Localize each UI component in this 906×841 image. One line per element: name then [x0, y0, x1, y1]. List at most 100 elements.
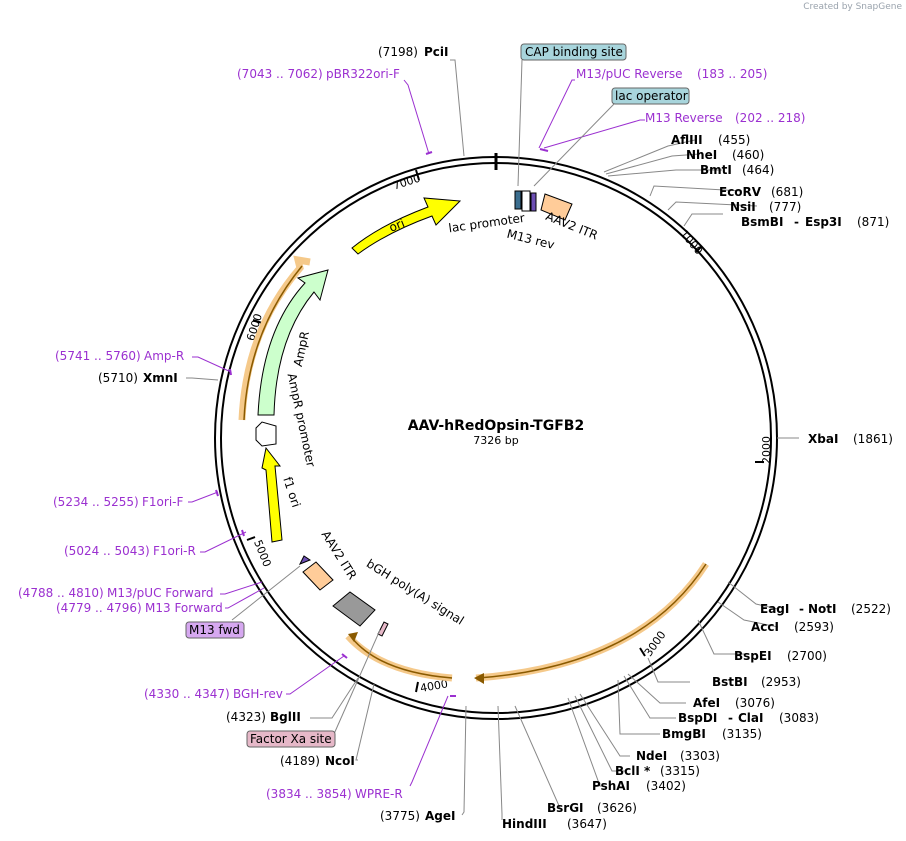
ampr-feature: [257, 269, 329, 416]
tick-7000: 7000: [391, 169, 422, 193]
lac-operator-mark: [530, 192, 537, 212]
cap-box: CAP binding site: [520, 43, 627, 61]
svg-text:2000: 2000: [760, 436, 773, 464]
bspDI-sep: -: [728, 711, 733, 725]
bsrGI-name: BsrGI: [547, 801, 584, 815]
xmnI-pos: (5710): [98, 371, 138, 385]
f1ori-f-range: (5234 .. 5255): [53, 495, 139, 509]
f1ori-r-name: F1ori-R: [153, 544, 196, 558]
pshAI-name: PshAI: [592, 779, 630, 793]
ampr-promoter-label: AmpR promoter: [285, 372, 319, 468]
bclI-pos: (3315): [660, 764, 700, 778]
afeI-name: AfeI: [693, 696, 720, 710]
bgh-feature: [332, 591, 376, 627]
bclI-name: BclI *: [615, 764, 651, 778]
m13-fwd-range: (4779 .. 4796): [56, 601, 142, 615]
bstBI-name: BstBI: [712, 675, 748, 689]
wpre-r-name: WPRE-R: [355, 787, 403, 801]
aflIII-name: AflIII: [671, 133, 703, 147]
accI-pos: (2593): [794, 620, 834, 634]
bspDI-pos: (3083): [779, 711, 819, 725]
f1ori-label: f1 ori: [280, 475, 303, 509]
xmnI-name: XmnI: [143, 371, 178, 385]
nheI-name: NheI: [686, 148, 717, 162]
bmgBI-pos: (3135): [722, 727, 762, 741]
factorxa-mark: [377, 621, 389, 637]
bmtI-pos: (464): [742, 163, 774, 177]
bgh-orf-line: [351, 637, 453, 679]
hindIII-name: HindIII: [502, 817, 547, 831]
eagI-pos: (2522): [851, 602, 891, 616]
m13-rev-name: M13 Reverse: [645, 111, 723, 125]
bsmbi-pos: (871): [857, 215, 889, 229]
box-leaders: [231, 59, 615, 735]
nsiI-pos: (777): [769, 200, 801, 214]
bgh-orf-highlight: [345, 633, 453, 682]
eagI-name: EagI: [760, 602, 789, 616]
m13puc-fwd-range: (4788 .. 4810): [18, 586, 104, 600]
primer-marks: [215, 148, 549, 697]
m13rev-label: M13 rev: [505, 227, 556, 252]
ampr-label: AmpR: [291, 330, 312, 368]
xbaI-name: XbaI: [808, 432, 838, 446]
svg-text:5000: 5000: [251, 538, 274, 569]
f1ori-feature: [261, 446, 283, 543]
main-orf-line: [477, 563, 707, 679]
ncoI-pos: (4189): [280, 754, 320, 768]
svg-text:lac operator: lac operator: [615, 89, 688, 103]
eagI-sep: -: [799, 602, 804, 616]
svg-text:4000: 4000: [419, 677, 449, 695]
bsmbi-name: BsmBI: [741, 215, 783, 229]
tick-4000: 4000: [415, 677, 449, 695]
bgh-orf-arrow: [348, 632, 358, 642]
main-orf-highlight: [475, 562, 709, 682]
bspDI-name: BspDI: [678, 711, 717, 725]
primer-labels: (7043 .. 7062) pBR322ori-F M13/pUC Rever…: [18, 67, 805, 801]
aflIII-pos: (455): [718, 133, 750, 147]
m13-fwd-name: M13 Forward: [145, 601, 223, 615]
bspDI-name2: ClaI: [738, 711, 763, 725]
ampr-primer-range: (5741 .. 5760): [55, 349, 141, 363]
enzyme-labels: (7198) PciI AflIII (455) NheI (460) BmtI…: [98, 45, 893, 831]
pshAI-pos: (3402): [646, 779, 686, 793]
snapgene-credit: Created by SnapGene: [803, 2, 902, 12]
svg-text:1000: 1000: [677, 227, 705, 257]
bgh-label: bGH poly(A) signal: [364, 556, 466, 627]
bsmbi-name2: Esp3I: [805, 215, 842, 229]
ori-label: ori: [387, 216, 407, 235]
m13puc-rev-range: (183 .. 205): [697, 67, 767, 81]
ndeI-name: NdeI: [636, 749, 667, 763]
bspEI-name: BspEI: [734, 649, 772, 663]
accI-name: AccI: [751, 620, 779, 634]
bstBI-pos: (2953): [761, 675, 801, 689]
svg-text:Factor Xa site: Factor Xa site: [250, 732, 332, 746]
xbaI-pos: (1861): [853, 432, 893, 446]
m13fwd-box: M13 fwd: [185, 621, 245, 639]
bglII-pos: (4323): [226, 710, 266, 724]
m13puc-rev-name: M13/pUC Reverse: [576, 67, 683, 81]
ampr-promoter-feature: [255, 421, 277, 447]
m13puc-fwd-name: M13/pUC Forward: [107, 586, 214, 600]
bgh-rev-name: BGH-rev: [233, 687, 283, 701]
f1ori-f-name: F1ori-F: [142, 495, 183, 509]
main-orf-arrow: [474, 673, 484, 684]
lac-promoter-mark: [521, 190, 531, 212]
plasmid-name: AAV-hRedOpsin-TGFB2: [408, 418, 584, 434]
m13-rev-range: (202 .. 218): [735, 111, 805, 125]
wpre-r-range: (3834 .. 3854): [266, 787, 352, 801]
pcii-name: PciI: [424, 45, 449, 59]
ampr-primer-name: Amp-R: [144, 349, 184, 363]
ageI-pos: (3775): [380, 809, 420, 823]
enzyme-leaders: [186, 59, 799, 820]
pcii-pos: (7198): [378, 45, 418, 59]
nsiI-name: NsiI: [730, 200, 756, 214]
f1ori-r-range: (5024 .. 5043): [64, 544, 150, 558]
itr-bottom-feature: [302, 561, 334, 591]
cap-site-mark: [514, 190, 522, 210]
itr-top-feature: [540, 193, 573, 221]
svg-text:CAP binding site: CAP binding site: [525, 45, 623, 59]
bspEI-pos: (2700): [787, 649, 827, 663]
primer-leaders: [188, 79, 645, 787]
hindIII-pos: (3647): [567, 817, 607, 831]
